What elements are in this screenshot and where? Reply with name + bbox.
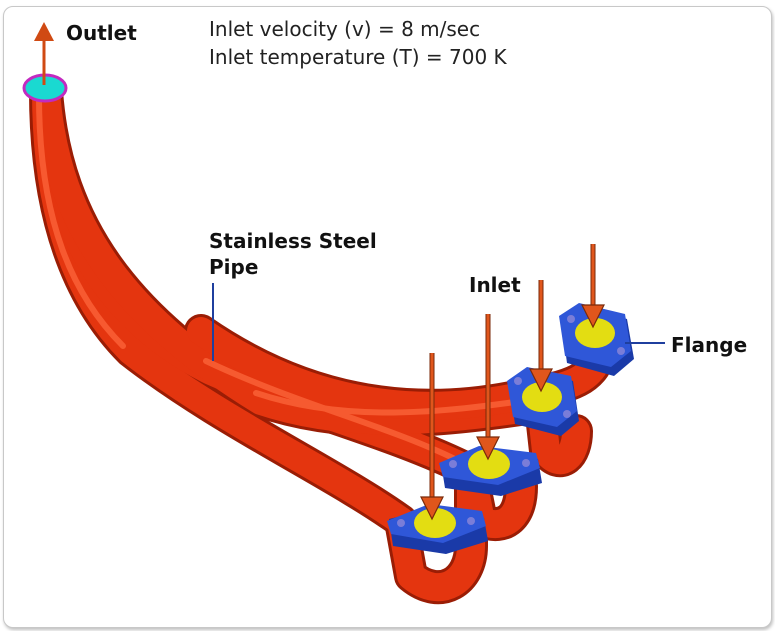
pipe-highlight [36,93,539,466]
inlet-temperature-text: Inlet temperature (T) = 700 K [209,45,507,69]
pipe-label-line1: Stainless Steel [209,229,377,253]
outlet-label: Outlet [66,21,137,45]
outlet-arrow-head [34,22,54,41]
inlet-label: Inlet [469,273,521,297]
inlet-arrow-4 [581,244,605,329]
exhaust-manifold-drawing [22,22,665,605]
inlet-arrows [420,244,605,521]
pipe-label-line2: Pipe [209,255,259,279]
flange-3 [507,367,579,436]
inlet-arrow-2 [476,314,500,461]
flange-label: Flange [671,333,748,357]
flange-2 [439,446,542,496]
flange-1 [387,504,488,554]
inlet-arrow-3 [529,280,553,393]
flange-4 [559,303,634,376]
diagram-frame: Outlet Inlet velocity (v) = 8 m/sec Inle… [3,6,772,628]
inlet-velocity-text: Inlet velocity (v) = 8 m/sec [209,17,481,41]
stainless-steel-pipe [32,77,615,602]
inlet-arrow-1 [420,353,444,521]
